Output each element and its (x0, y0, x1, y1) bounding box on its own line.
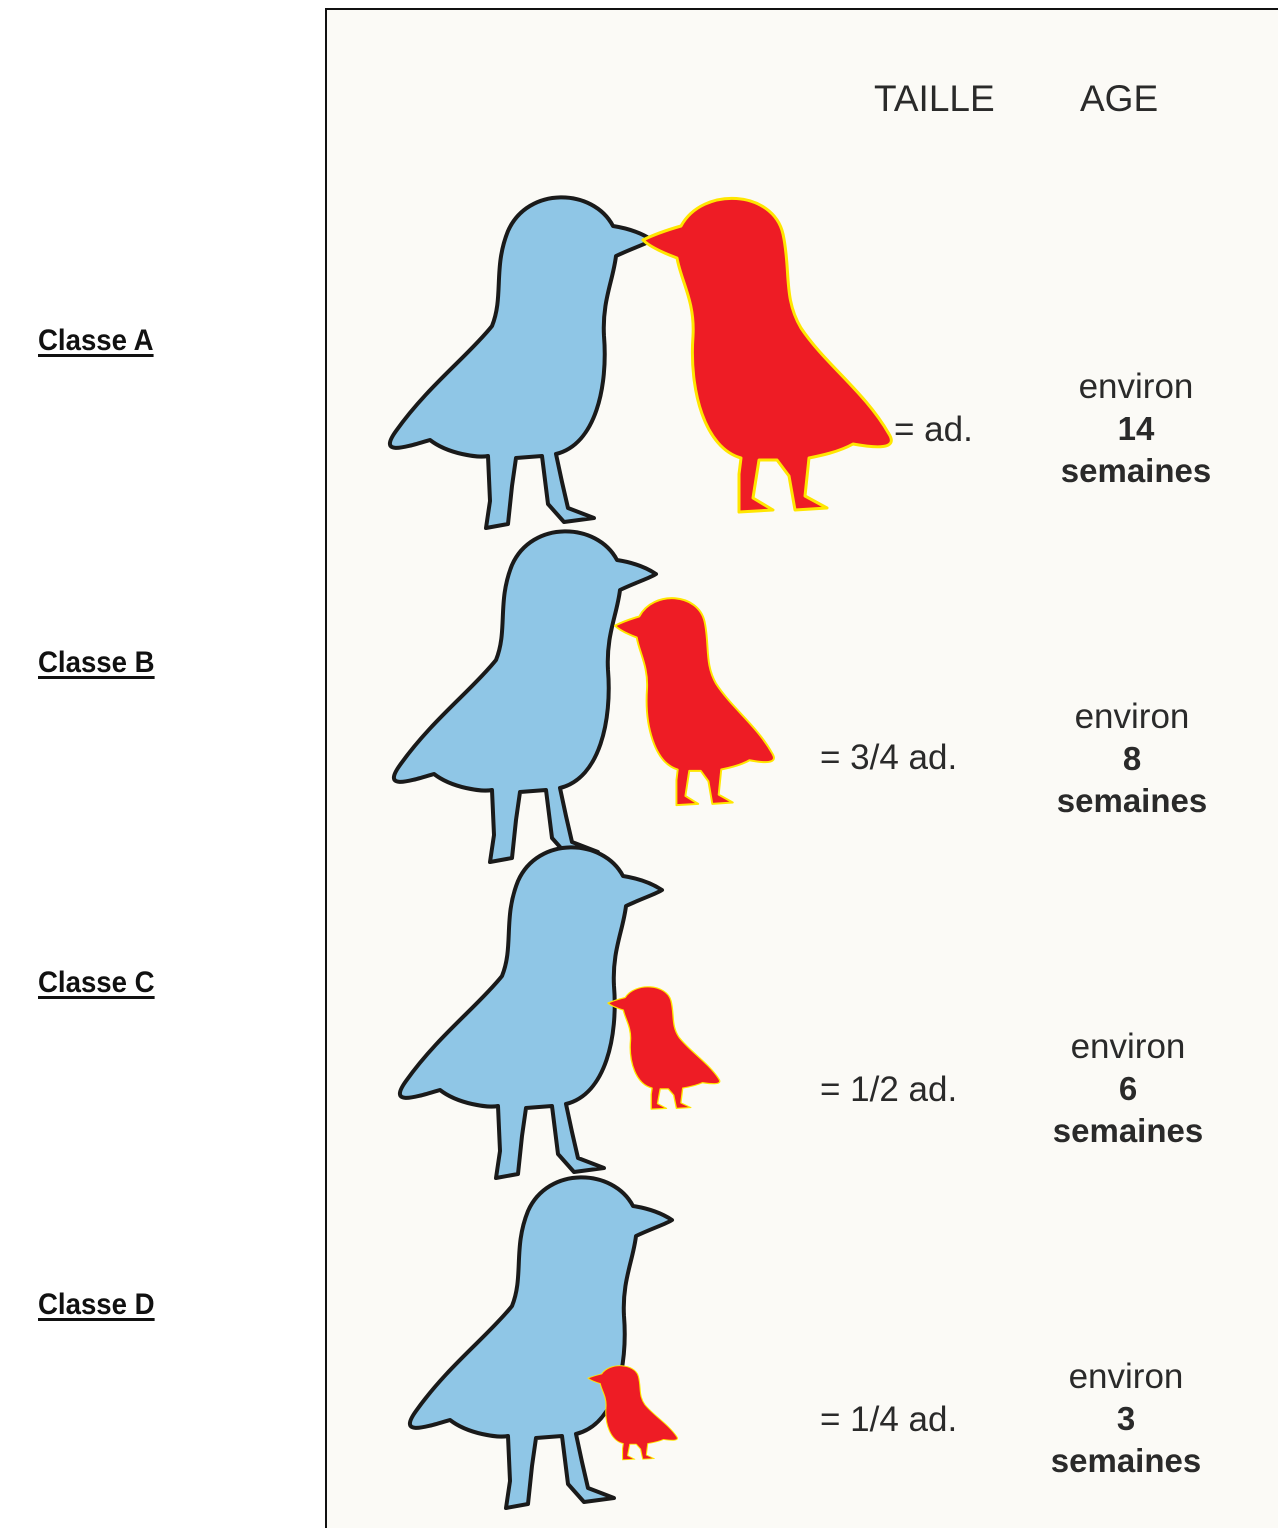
young-bird-b (615, 598, 774, 805)
header-taille: TAILLE (874, 78, 995, 120)
age-unit-c: semaines (1018, 1110, 1238, 1152)
age-block-c: environ 6 semaines (1018, 1026, 1238, 1152)
age-value-d: 3 (1016, 1398, 1236, 1440)
age-block-d: environ 3 semaines (1016, 1356, 1236, 1482)
age-value-b: 8 (1022, 738, 1242, 780)
age-unit-d: semaines (1016, 1440, 1236, 1482)
age-value-c: 6 (1018, 1068, 1238, 1110)
age-approx-c: environ (1018, 1026, 1238, 1068)
size-ratio-a: = ad. (894, 410, 973, 450)
size-ratio-d: = 1/4 ad. (820, 1400, 957, 1440)
age-block-a: environ 14 semaines (1026, 366, 1246, 492)
size-ratio-c: = 1/2 ad. (820, 1070, 957, 1110)
young-bird-c (608, 987, 720, 1109)
age-unit-b: semaines (1022, 780, 1242, 822)
age-value-a: 14 (1026, 408, 1246, 450)
age-block-b: environ 8 semaines (1022, 696, 1242, 822)
age-unit-a: semaines (1026, 450, 1246, 492)
adult-bird-a (390, 197, 652, 528)
age-approx-d: environ (1016, 1356, 1236, 1398)
adult-bird-c (400, 847, 662, 1178)
age-approx-a: environ (1026, 366, 1246, 408)
age-approx-b: environ (1022, 696, 1242, 738)
size-ratio-b: = 3/4 ad. (820, 738, 957, 778)
young-bird-a (643, 198, 891, 512)
header-age: AGE (1080, 78, 1158, 120)
adult-bird-b (394, 531, 656, 862)
